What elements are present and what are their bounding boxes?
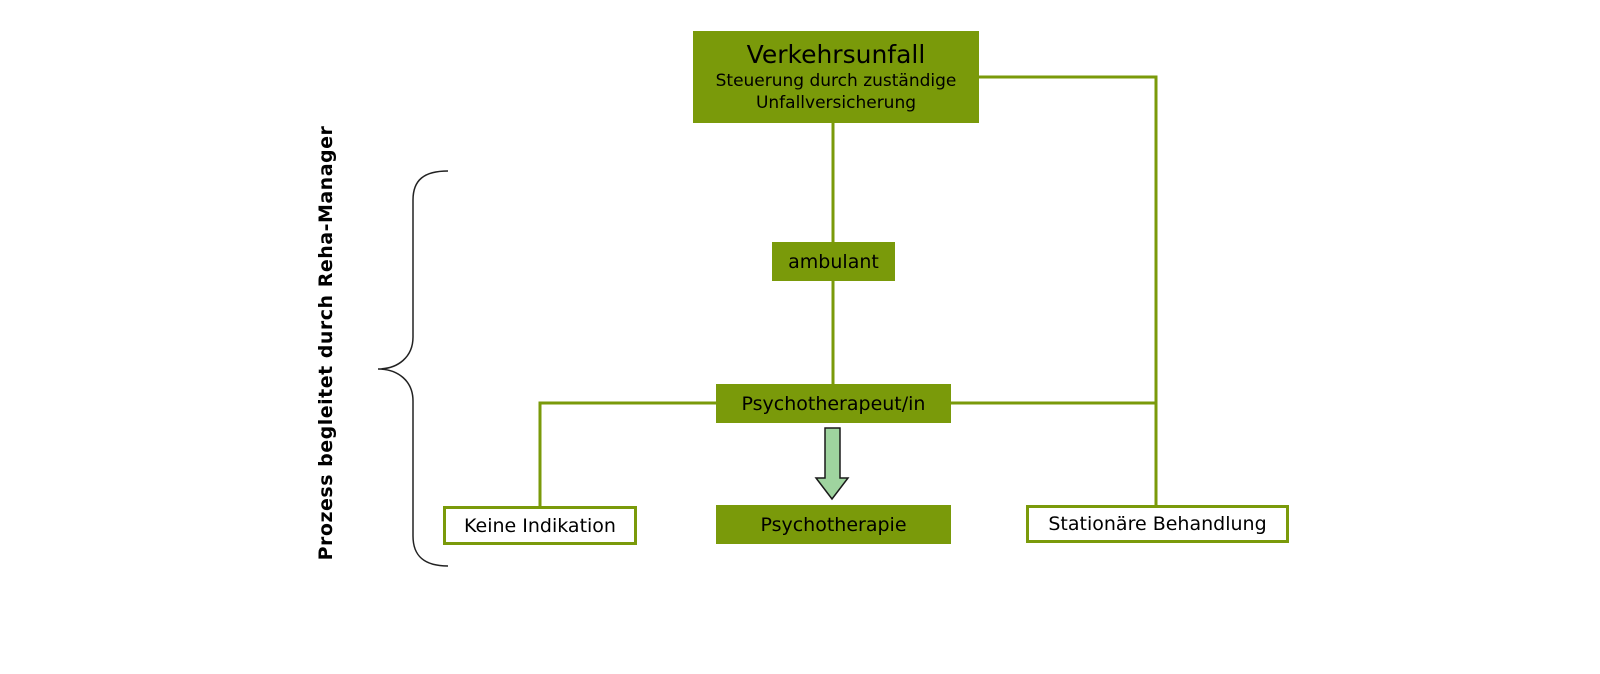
node-stationaer-label: Stationäre Behandlung — [1048, 513, 1267, 535]
node-keine-indikation: Keine Indikation — [443, 506, 637, 545]
node-verkehrsunfall: Verkehrsunfall Steuerung durch zuständig… — [693, 31, 979, 123]
node-ambulant: ambulant — [772, 242, 895, 281]
down-arrow — [814, 427, 850, 501]
curly-brace — [377, 170, 449, 567]
node-verkehrsunfall-line1: Steuerung durch zuständige — [715, 71, 957, 91]
connector-top-to-stationaer — [978, 75, 1158, 507]
node-psychotherapeut-label: Psychotherapeut/in — [741, 392, 926, 415]
node-psychotherapeut: Psychotherapeut/in — [716, 384, 951, 423]
node-verkehrsunfall-title: Verkehrsunfall — [746, 40, 926, 69]
node-keine-indikation-label: Keine Indikation — [464, 514, 616, 537]
node-stationaer: Stationäre Behandlung — [1026, 505, 1289, 543]
node-verkehrsunfall-line2: Unfallversicherung — [755, 93, 917, 113]
node-psychotherapie-label: Psychotherapie — [760, 513, 907, 536]
node-psychotherapie: Psychotherapie — [716, 505, 951, 544]
side-label-reha-manager: Prozess begleitet durch Reha-Manager — [315, 125, 337, 561]
connector-psychotherapeut-to-keine-indikation — [538, 401, 716, 507]
node-ambulant-label: ambulant — [788, 250, 879, 273]
